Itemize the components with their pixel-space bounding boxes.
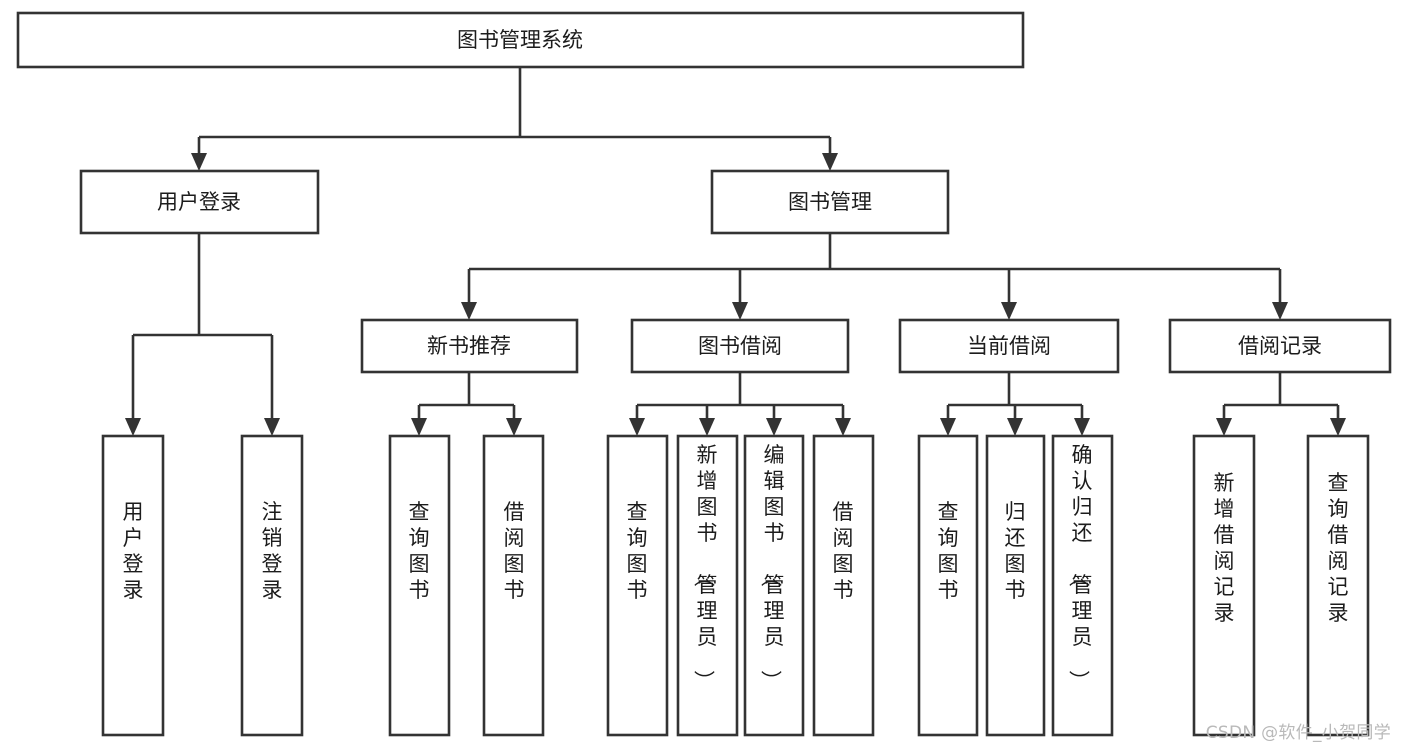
arrowhead-leaf-logout — [264, 418, 280, 436]
arrowhead-leaf-query-record — [1330, 418, 1346, 436]
node-leaf-query-record-box[interactable] — [1306, 434, 1370, 737]
node-leaf-user-login[interactable]: 用户登录 — [101, 434, 165, 737]
node-new-book-rec[interactable]: 新书推荐 — [360, 318, 579, 374]
node-new-book-rec-box[interactable] — [360, 318, 579, 374]
node-borrow-record[interactable]: 借阅记录 — [1168, 318, 1392, 374]
node-current-borrow-box[interactable] — [898, 318, 1120, 374]
node-root[interactable]: 图书管理系统 — [16, 11, 1025, 69]
node-current-borrow[interactable]: 当前借阅 — [898, 318, 1120, 374]
node-leaf-query-book-1-label: 查询图书 — [409, 500, 430, 602]
arrowhead-leaf-query-book-3 — [940, 418, 956, 436]
arrowhead-book-borrow — [732, 302, 748, 320]
node-book-borrow-box[interactable] — [630, 318, 850, 374]
node-leaf-query-book-3-label: 查询图书 — [938, 500, 959, 602]
arrowhead-new-book-rec — [461, 302, 477, 320]
node-leaf-borrow-book-1-label: 借阅图书 — [504, 500, 525, 602]
node-leaf-confirm-return-box[interactable] — [1051, 434, 1114, 737]
node-leaf-logout-label: 注销登录 — [262, 500, 283, 602]
arrowhead-leaf-confirm-return — [1074, 418, 1090, 436]
node-leaf-return-book-label: 归还图书 — [1005, 500, 1026, 602]
node-leaf-query-book-3-box[interactable] — [917, 434, 979, 737]
node-leaf-borrow-book-1[interactable]: 借阅图书 — [482, 434, 545, 737]
arrowhead-leaf-return-book — [1007, 418, 1023, 436]
node-book-borrow[interactable]: 图书借阅 — [630, 318, 850, 374]
arrowhead-leaf-query-book-1 — [411, 418, 427, 436]
arrowhead-leaf-add-record — [1216, 418, 1232, 436]
node-current-borrow-label: 当前借阅 — [967, 334, 1051, 358]
arrowhead-borrow-record — [1272, 302, 1288, 320]
arrowhead-leaf-user-login — [125, 418, 141, 436]
node-leaf-edit-book-box[interactable] — [743, 434, 805, 737]
node-leaf-add-book-box[interactable] — [676, 434, 739, 737]
node-leaf-edit-book[interactable]: 编辑图书（管理员） — [743, 434, 805, 737]
node-book-borrow-label: 图书借阅 — [698, 334, 782, 358]
node-leaf-add-record-box[interactable] — [1192, 434, 1256, 737]
node-leaf-edit-book-label: 编辑图书（管理员） — [759, 443, 785, 691]
node-leaf-add-book[interactable]: 新增图书（管理员） — [676, 434, 739, 737]
node-leaf-query-record[interactable]: 查询借阅记录 — [1306, 434, 1370, 737]
node-user-login-label: 用户登录 — [157, 190, 241, 214]
node-leaf-confirm-return[interactable]: 确认归还（管理员） — [1051, 434, 1114, 737]
node-borrow-record-box[interactable] — [1168, 318, 1392, 374]
arrowhead-current-borrow — [1001, 302, 1017, 320]
node-leaf-borrow-book-2[interactable]: 借阅图书 — [812, 434, 875, 737]
node-leaf-user-login-label: 用户登录 — [123, 500, 144, 602]
node-book-manage[interactable]: 图书管理 — [710, 169, 950, 235]
node-leaf-query-book-3[interactable]: 查询图书 — [917, 434, 979, 737]
node-leaf-borrow-book-1-box[interactable] — [482, 434, 545, 737]
arrowhead-leaf-edit-book — [766, 418, 782, 436]
node-leaf-add-record-label: 新增借阅记录 — [1214, 471, 1235, 625]
arrowhead-leaf-add-book — [699, 418, 715, 436]
node-leaf-borrow-book-2-label: 借阅图书 — [833, 500, 854, 602]
node-user-login[interactable]: 用户登录 — [79, 169, 320, 235]
node-root-label: 图书管理系统 — [457, 28, 583, 52]
arrowhead-book-manage — [822, 153, 838, 171]
node-leaf-add-book-label: 新增图书（管理员） — [692, 443, 718, 691]
node-borrow-record-label: 借阅记录 — [1238, 334, 1322, 358]
node-book-manage-label: 图书管理 — [788, 190, 872, 214]
arrowhead-user-login — [191, 153, 207, 171]
node-leaf-query-book-2-label: 查询图书 — [627, 500, 648, 602]
node-leaf-query-book-2-box[interactable] — [606, 434, 669, 737]
arrowhead-leaf-borrow-book-1 — [506, 418, 522, 436]
arrowhead-leaf-query-book-2 — [629, 418, 645, 436]
node-leaf-borrow-book-2-box[interactable] — [812, 434, 875, 737]
node-leaf-query-book-1-box[interactable] — [388, 434, 451, 737]
node-leaf-query-book-1[interactable]: 查询图书 — [388, 434, 451, 737]
node-leaf-return-book[interactable]: 归还图书 — [985, 434, 1046, 737]
arrowhead-leaf-borrow-book-2 — [835, 418, 851, 436]
node-root-box[interactable] — [16, 11, 1025, 69]
node-user-login-box[interactable] — [79, 169, 320, 235]
node-leaf-user-login-box[interactable] — [101, 434, 165, 737]
node-leaf-query-record-label: 查询借阅记录 — [1328, 471, 1349, 625]
node-leaf-logout-box[interactable] — [240, 434, 304, 737]
node-leaf-return-book-box[interactable] — [985, 434, 1046, 737]
node-book-manage-box[interactable] — [710, 169, 950, 235]
node-new-book-rec-label: 新书推荐 — [427, 334, 511, 358]
node-leaf-add-record[interactable]: 新增借阅记录 — [1192, 434, 1256, 737]
node-leaf-logout[interactable]: 注销登录 — [240, 434, 304, 737]
node-leaf-query-book-2[interactable]: 查询图书 — [606, 434, 669, 737]
connector-layer — [125, 67, 1346, 436]
node-leaf-confirm-return-label: 确认归还（管理员） — [1067, 443, 1093, 691]
